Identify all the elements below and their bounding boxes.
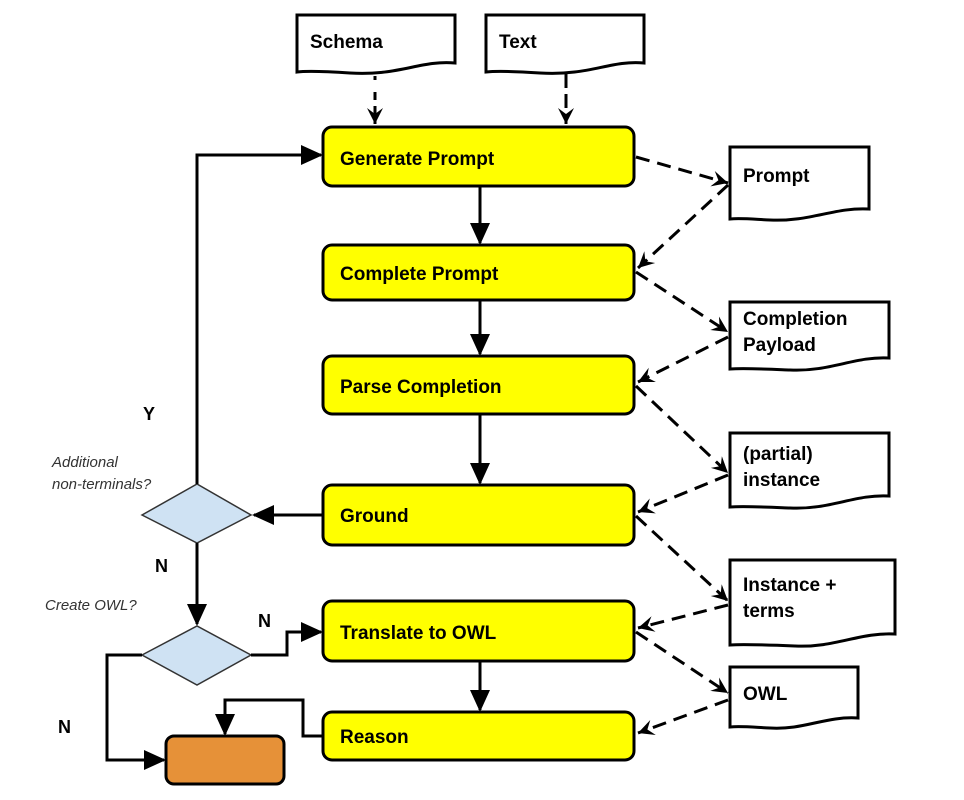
step-generate-prompt-label: Generate Prompt: [340, 149, 495, 170]
input-text: Text: [484, 13, 646, 75]
artifact-prompt-line-1: Prompt: [743, 166, 810, 187]
terminal-end: [164, 734, 286, 786]
label-yes: Y: [143, 404, 155, 424]
step-parse-completion: Parse Completion: [321, 354, 636, 416]
decision-create-owl: [140, 625, 253, 686]
decision-create-owl-question: Create OWL?: [45, 597, 137, 614]
artifact-completion-line-1: Completion: [743, 309, 848, 330]
arrow-payload-to-parse: [637, 335, 729, 384]
step-generate-prompt: Generate Prompt: [321, 125, 636, 188]
step-parse-completion-label: Parse Completion: [340, 377, 502, 398]
artifact-instance-line-1: Instance +: [743, 575, 836, 596]
artifact-partial-line-2: instance: [743, 470, 820, 491]
step-reason: Reason: [321, 710, 636, 762]
arrow-translate-to-owl: [635, 630, 729, 695]
decision-nonterminals-question-1: Additional: [51, 454, 119, 471]
label-no-1: N: [155, 556, 168, 576]
artifact-instance-line-2: terms: [743, 601, 795, 622]
arrow-instance-to-translate: [637, 603, 729, 632]
arrow-ground-to-instance: [634, 514, 730, 603]
artifact-instance-terms: Instance + terms: [728, 558, 897, 648]
arrow-generate-to-prompt: [635, 155, 729, 187]
label-no-left: N: [58, 717, 71, 737]
label-no-right: N: [258, 611, 271, 631]
step-ground: Ground: [321, 483, 636, 547]
arrow-parse-to-partial: [634, 384, 730, 475]
step-translate-to-owl-label: Translate to OWL: [340, 623, 497, 644]
artifact-partial-line-1: (partial): [743, 444, 813, 465]
artifact-owl: OWL: [728, 665, 860, 730]
arrow-create-owl-to-end: [105, 653, 166, 770]
arrow-create-owl-to-translate: [251, 622, 323, 657]
arrow-partial-to-ground: [637, 473, 729, 514]
artifact-partial-instance: (partial) instance: [728, 431, 891, 510]
artifact-completion-payload: Completion Payload: [728, 300, 891, 372]
decision-nonterminals-question-2: non-terminals?: [52, 476, 152, 493]
input-schema-label: Schema: [310, 32, 383, 53]
step-translate-to-owl: Translate to OWL: [321, 599, 636, 663]
arrow-complete-to-payload: [635, 270, 729, 334]
step-complete-prompt-label: Complete Prompt: [340, 264, 499, 285]
input-schema: Schema: [295, 13, 457, 75]
artifact-prompt: Prompt: [728, 145, 871, 222]
decision-nonterminals: [140, 483, 253, 544]
arrow-prompt-to-complete: [636, 183, 730, 270]
input-text-label: Text: [499, 32, 537, 53]
artifact-owl-line-1: OWL: [743, 684, 788, 705]
step-complete-prompt: Complete Prompt: [321, 243, 636, 302]
arrow-owl-to-reason: [637, 698, 729, 736]
step-reason-label: Reason: [340, 727, 409, 748]
artifact-completion-line-2: Payload: [743, 335, 816, 356]
step-ground-label: Ground: [340, 506, 409, 527]
arrow-yes-loop: [195, 145, 323, 484]
arrow-reason-to-end: [215, 698, 323, 738]
